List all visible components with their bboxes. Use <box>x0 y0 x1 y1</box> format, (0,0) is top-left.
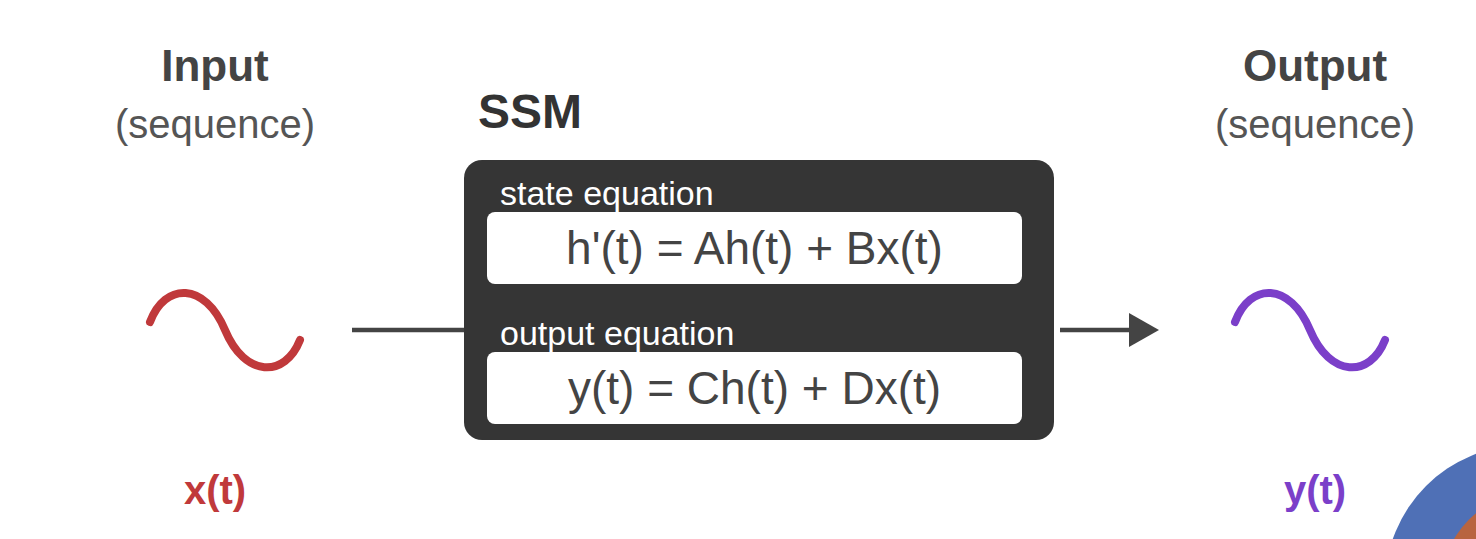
equation-box: h'(t) = Ah(t) + Bx(t) <box>487 212 1022 284</box>
arrow-head <box>1129 313 1159 347</box>
equation-block: state equation h'(t) = Ah(t) + Bx(t) <box>487 174 1022 284</box>
equation-block: output equation y(t) = Ch(t) + Dx(t) <box>487 314 1022 424</box>
heading: Input <box>80 42 350 90</box>
heading: Output <box>1165 42 1465 90</box>
ssm-block: SSMstate equationh'(t) = Ah(t) + Bx(t)ou… <box>464 160 1054 440</box>
connector <box>352 328 464 333</box>
input-wave <box>150 293 300 367</box>
signal-name: y(t) <box>1165 468 1465 512</box>
equation-heading: output equation <box>487 314 1022 352</box>
connector <box>1060 328 1131 333</box>
equation: y(t) = Ch(t) + Dx(t) <box>568 361 941 415</box>
signal-name: x(t) <box>80 468 350 512</box>
equation-heading: state equation <box>487 174 1022 212</box>
equation: h'(t) = Ah(t) + Bx(t) <box>566 221 943 275</box>
signal-group: Output (sequence) y(t) <box>1165 20 1465 520</box>
avatar-ring <box>1385 445 1476 539</box>
equation-box: y(t) = Ch(t) + Dx(t) <box>487 352 1022 424</box>
subheading: (sequence) <box>80 102 350 146</box>
avatar-face <box>1440 490 1476 539</box>
block-title: SSM <box>478 86 582 139</box>
output-wave <box>1235 293 1385 367</box>
subheading: (sequence) <box>1165 102 1465 146</box>
signal-group: Input (sequence) x(t) <box>80 20 350 520</box>
